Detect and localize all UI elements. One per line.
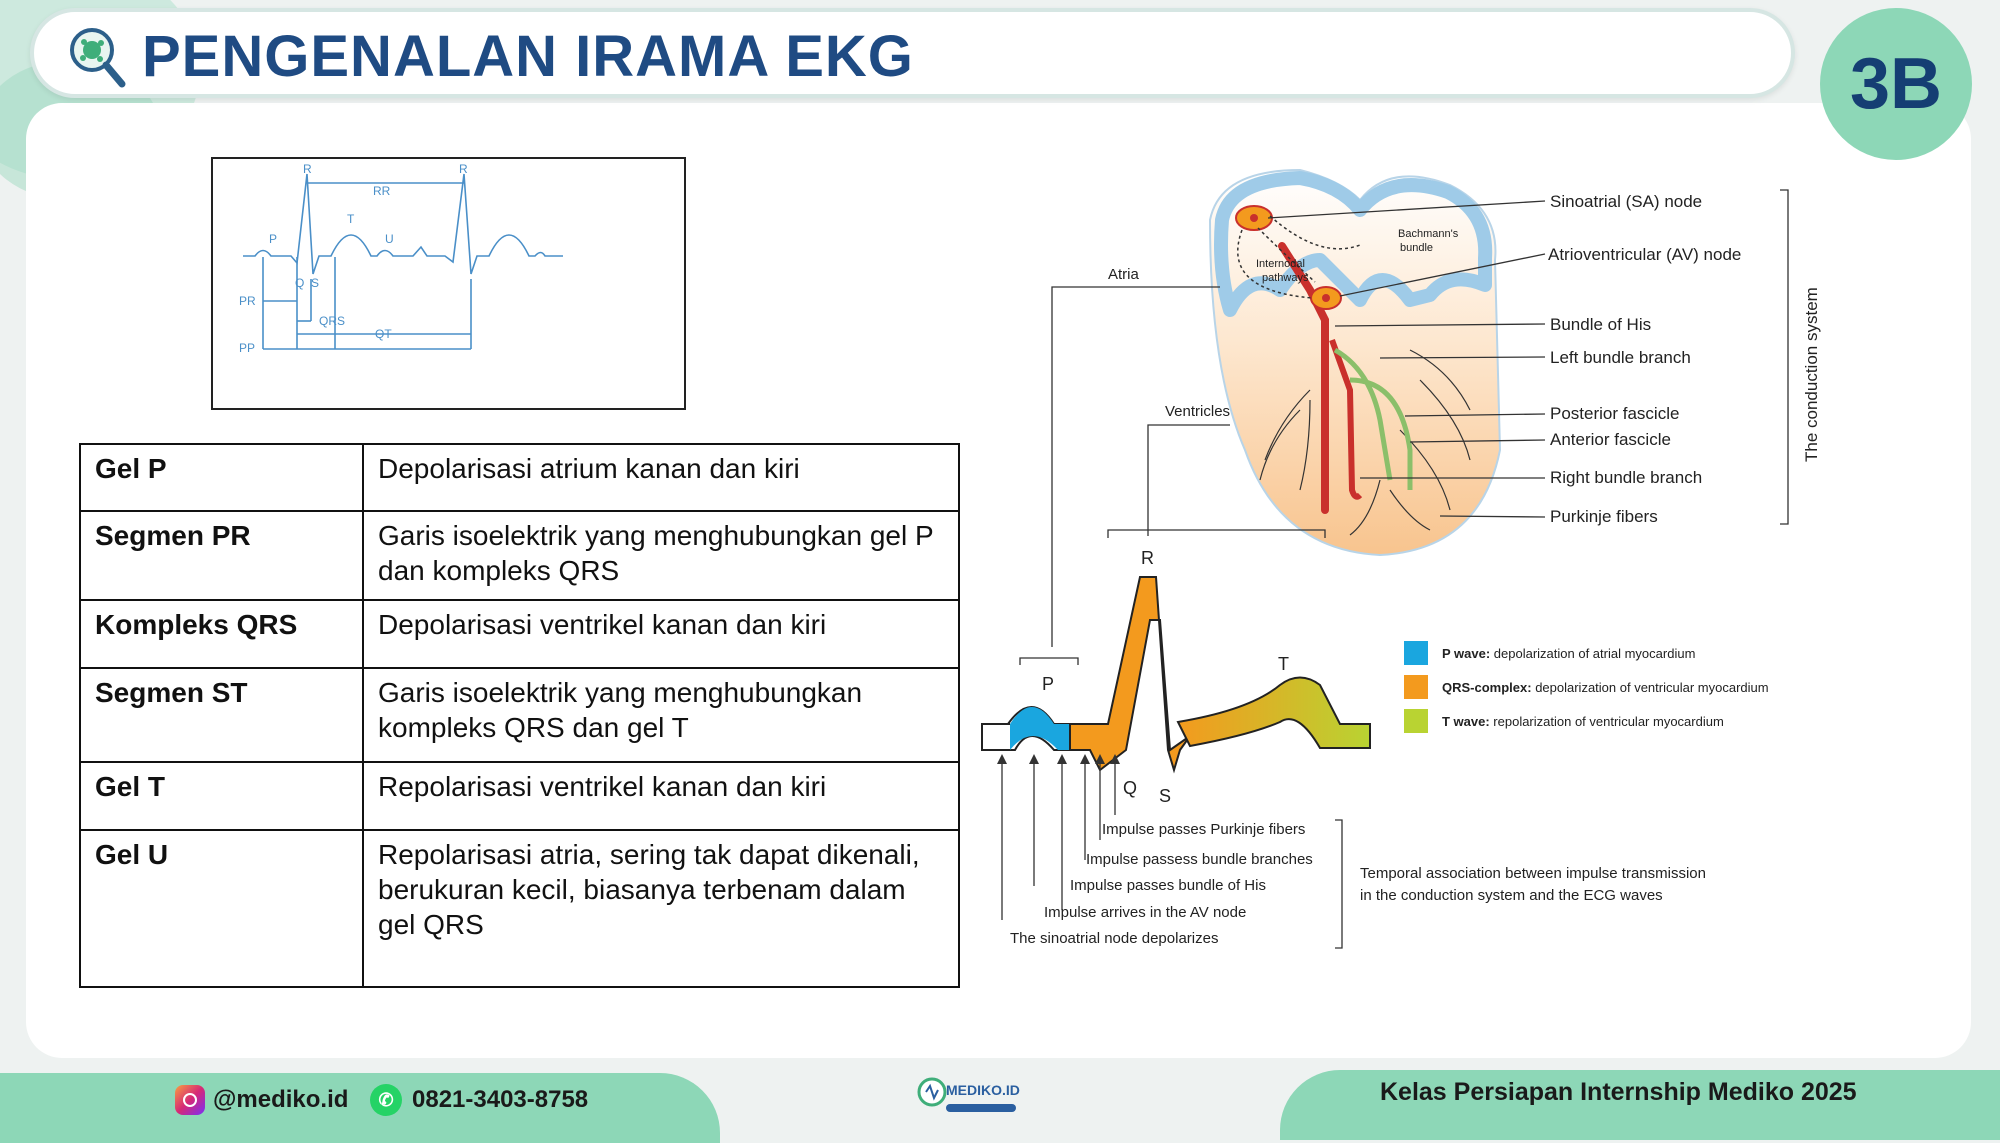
title-bar: PENGENALAN IRAMA EKG <box>30 8 1795 98</box>
table-cell-term: Segmen PR <box>79 510 364 601</box>
ekg-label-s: S <box>311 276 319 290</box>
conduction-system-diagram: Internodal pathways Bachmann's bundle Si… <box>981 168 1821 949</box>
ekg-label-r1: R <box>303 162 312 176</box>
ekg-label-p: P <box>269 232 277 246</box>
table-cell-desc: Depolarisasi ventrikel kanan dan kiri <box>362 599 960 669</box>
table-cell-desc: Repolarisasi atria, sering tak dapat dik… <box>362 829 960 988</box>
bachmanns-label: Bachmann's <box>1398 228 1459 240</box>
footer-left-band <box>0 1073 720 1143</box>
whatsapp-contact[interactable]: ✆ 0821-3403-8758 <box>370 1080 588 1120</box>
ekg-label-pp: PP <box>239 341 255 355</box>
label-purkinje: Purkinje fibers <box>1550 507 1658 526</box>
logo-text: MEDIKO.ID <box>946 1082 1020 1098</box>
table-cell-desc: Garis isoelektrik yang menghubungkan kom… <box>362 667 960 763</box>
ekg-strip-figure: R R RR P T U Q S PR QRS QT PP <box>211 157 686 410</box>
label-anterior-fascicle: Anterior fascicle <box>1550 430 1671 449</box>
heart-illustration <box>1208 168 1502 557</box>
legend-t-text: repolarization of ventricular myocardium <box>1490 714 1724 729</box>
legend-swatch-t <box>1404 709 1428 733</box>
impulse-label-sa-node: The sinoatrial node depolarizes <box>1010 930 1218 947</box>
ekg-label-r2: R <box>459 162 468 176</box>
label-bundle-his: Bundle of His <box>1550 315 1651 334</box>
legend-qrs-text: depolarization of ventricular myocardium <box>1532 680 1769 695</box>
temporal-caption-1: Temporal association between impulse tra… <box>1360 865 1706 882</box>
svg-text:T wave: repolarization of vent: T wave: repolarization of ventricular my… <box>1442 714 1724 729</box>
ekg-label-pr: PR <box>239 294 256 308</box>
table-cell-desc: Depolarisasi atrium kanan dan kiri <box>362 443 960 512</box>
legend-p-bold: P wave: <box>1442 646 1490 661</box>
label-right-bundle: Right bundle branch <box>1550 468 1702 487</box>
impulse-label-bundle-his: Impulse passes bundle of His <box>1070 877 1266 894</box>
bundle-label: bundle <box>1400 242 1433 254</box>
ekg-label-q: Q <box>295 276 304 290</box>
atria-label: Atria <box>1108 266 1140 283</box>
page-title: PENGENALAN IRAMA EKG <box>142 24 914 89</box>
ekg-trace <box>243 173 563 275</box>
legend-swatch-qrs <box>1404 675 1428 699</box>
impulse-label-purkinje: Impulse passes Purkinje fibers <box>1102 821 1305 838</box>
mediko-logo <box>917 1077 1016 1112</box>
legend-p-text: depolarization of atrial myocardium <box>1490 646 1695 661</box>
ecg-wave-band <box>981 576 1371 774</box>
internodal-label: Internodal <box>1256 258 1305 270</box>
legend-qrs-bold: QRS-complex: <box>1442 680 1532 695</box>
wave-label-t: T <box>1278 654 1289 674</box>
pathways-label: pathways <box>1262 272 1309 284</box>
instagram-icon <box>175 1085 205 1115</box>
ekg-label-qrs: QRS <box>319 314 345 328</box>
instagram-handle: @mediko.id <box>213 1086 349 1113</box>
wave-label-q: Q <box>1123 778 1137 798</box>
table-cell-term: Gel P <box>79 443 364 512</box>
label-av-node: Atrioventricular (AV) node <box>1548 245 1741 264</box>
table-cell-desc: Repolarisasi ventrikel kanan dan kiri <box>362 761 960 831</box>
table-cell-desc: Garis isoelektrik yang menghubungkan gel… <box>362 510 960 601</box>
conduction-system-label: The conduction system <box>1802 287 1821 462</box>
impulse-label-bundle-branches: Impulse passess bundle branches <box>1086 851 1313 868</box>
impulse-label-av-node: Impulse arrives in the AV node <box>1044 904 1246 921</box>
ventricles-label: Ventricles <box>1165 403 1230 420</box>
table-cell-term: Gel T <box>79 761 364 831</box>
wave-label-r: R <box>1141 548 1154 568</box>
table-cell-term: Segmen ST <box>79 667 364 763</box>
ekg-label-qt: QT <box>375 327 392 341</box>
label-posterior-fascicle: Posterior fascicle <box>1550 404 1679 423</box>
ekg-label-t: T <box>347 212 355 226</box>
temporal-caption-2: in the conduction system and the ECG wav… <box>1360 887 1663 904</box>
magnifier-icon <box>70 28 126 88</box>
section-badge: 3B <box>1820 8 1972 160</box>
phone-number: 0821-3403-8758 <box>412 1086 589 1113</box>
instagram-contact[interactable]: @mediko.id <box>175 1080 348 1120</box>
wave-label-p: P <box>1042 674 1054 694</box>
label-left-bundle: Left bundle branch <box>1550 348 1691 367</box>
course-name: Kelas Persiapan Internship Mediko 2025 <box>1380 1078 1857 1106</box>
table-cell-term: Kompleks QRS <box>79 599 364 669</box>
table-cell-term: Gel U <box>79 829 364 988</box>
ekg-label-u: U <box>385 232 394 246</box>
ekg-label-rr: RR <box>373 184 391 198</box>
svg-text:QRS-complex: depolarization of: QRS-complex: depolarization of ventricul… <box>1442 680 1769 695</box>
legend-t-bold: T wave: <box>1442 714 1490 729</box>
whatsapp-icon: ✆ <box>370 1084 402 1116</box>
wave-label-s: S <box>1159 786 1171 806</box>
legend-swatch-p <box>1404 641 1428 665</box>
label-sa-node: Sinoatrial (SA) node <box>1550 192 1702 211</box>
svg-text:P wave: depolarization of atri: P wave: depolarization of atrial myocard… <box>1442 646 1695 661</box>
